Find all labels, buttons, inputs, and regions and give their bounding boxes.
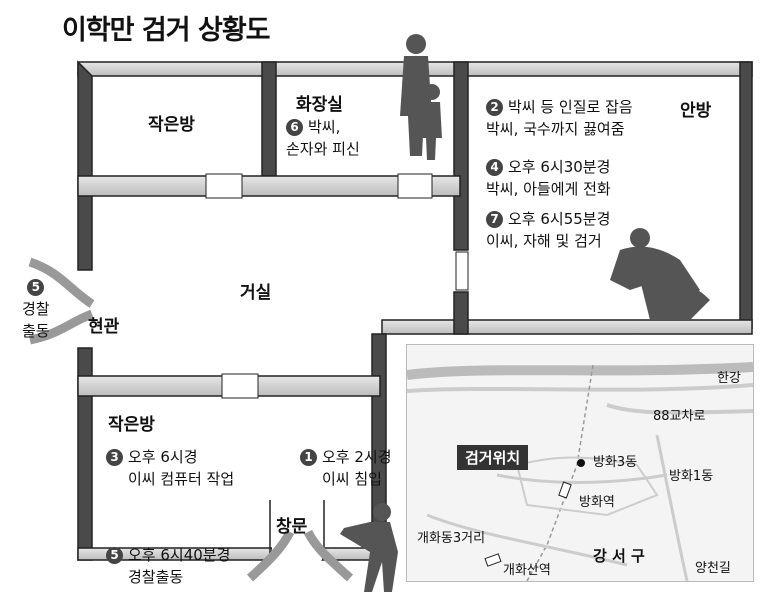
page-title: 이학만 검거 상황도 bbox=[62, 15, 271, 46]
event-number-badge: 6 bbox=[286, 119, 303, 136]
people-silhouettes bbox=[340, 34, 710, 592]
location-map: 한강 88교차로 검거위치 방화3동 방화1동 방화역 개화동3거리 개화산역 … bbox=[406, 344, 754, 582]
entrance-label: 현관 bbox=[88, 317, 120, 337]
bathroom-label: 화장실 bbox=[296, 95, 343, 115]
map-roads bbox=[407, 362, 753, 581]
capture-location-badge: 검거위치 bbox=[457, 445, 529, 470]
capture-location-marker bbox=[577, 459, 585, 467]
small-room-top-label: 작은방 bbox=[148, 115, 195, 135]
station-icon bbox=[484, 553, 502, 567]
station-icon bbox=[558, 481, 572, 499]
window-label: 창문 bbox=[276, 517, 308, 537]
small-room-bottom-label: 작은방 bbox=[108, 415, 155, 435]
inner-room-label: 안방 bbox=[680, 101, 712, 121]
living-room-label: 거실 bbox=[240, 283, 272, 303]
event-5-entrance: 5 경찰 출동 bbox=[22, 279, 50, 340]
